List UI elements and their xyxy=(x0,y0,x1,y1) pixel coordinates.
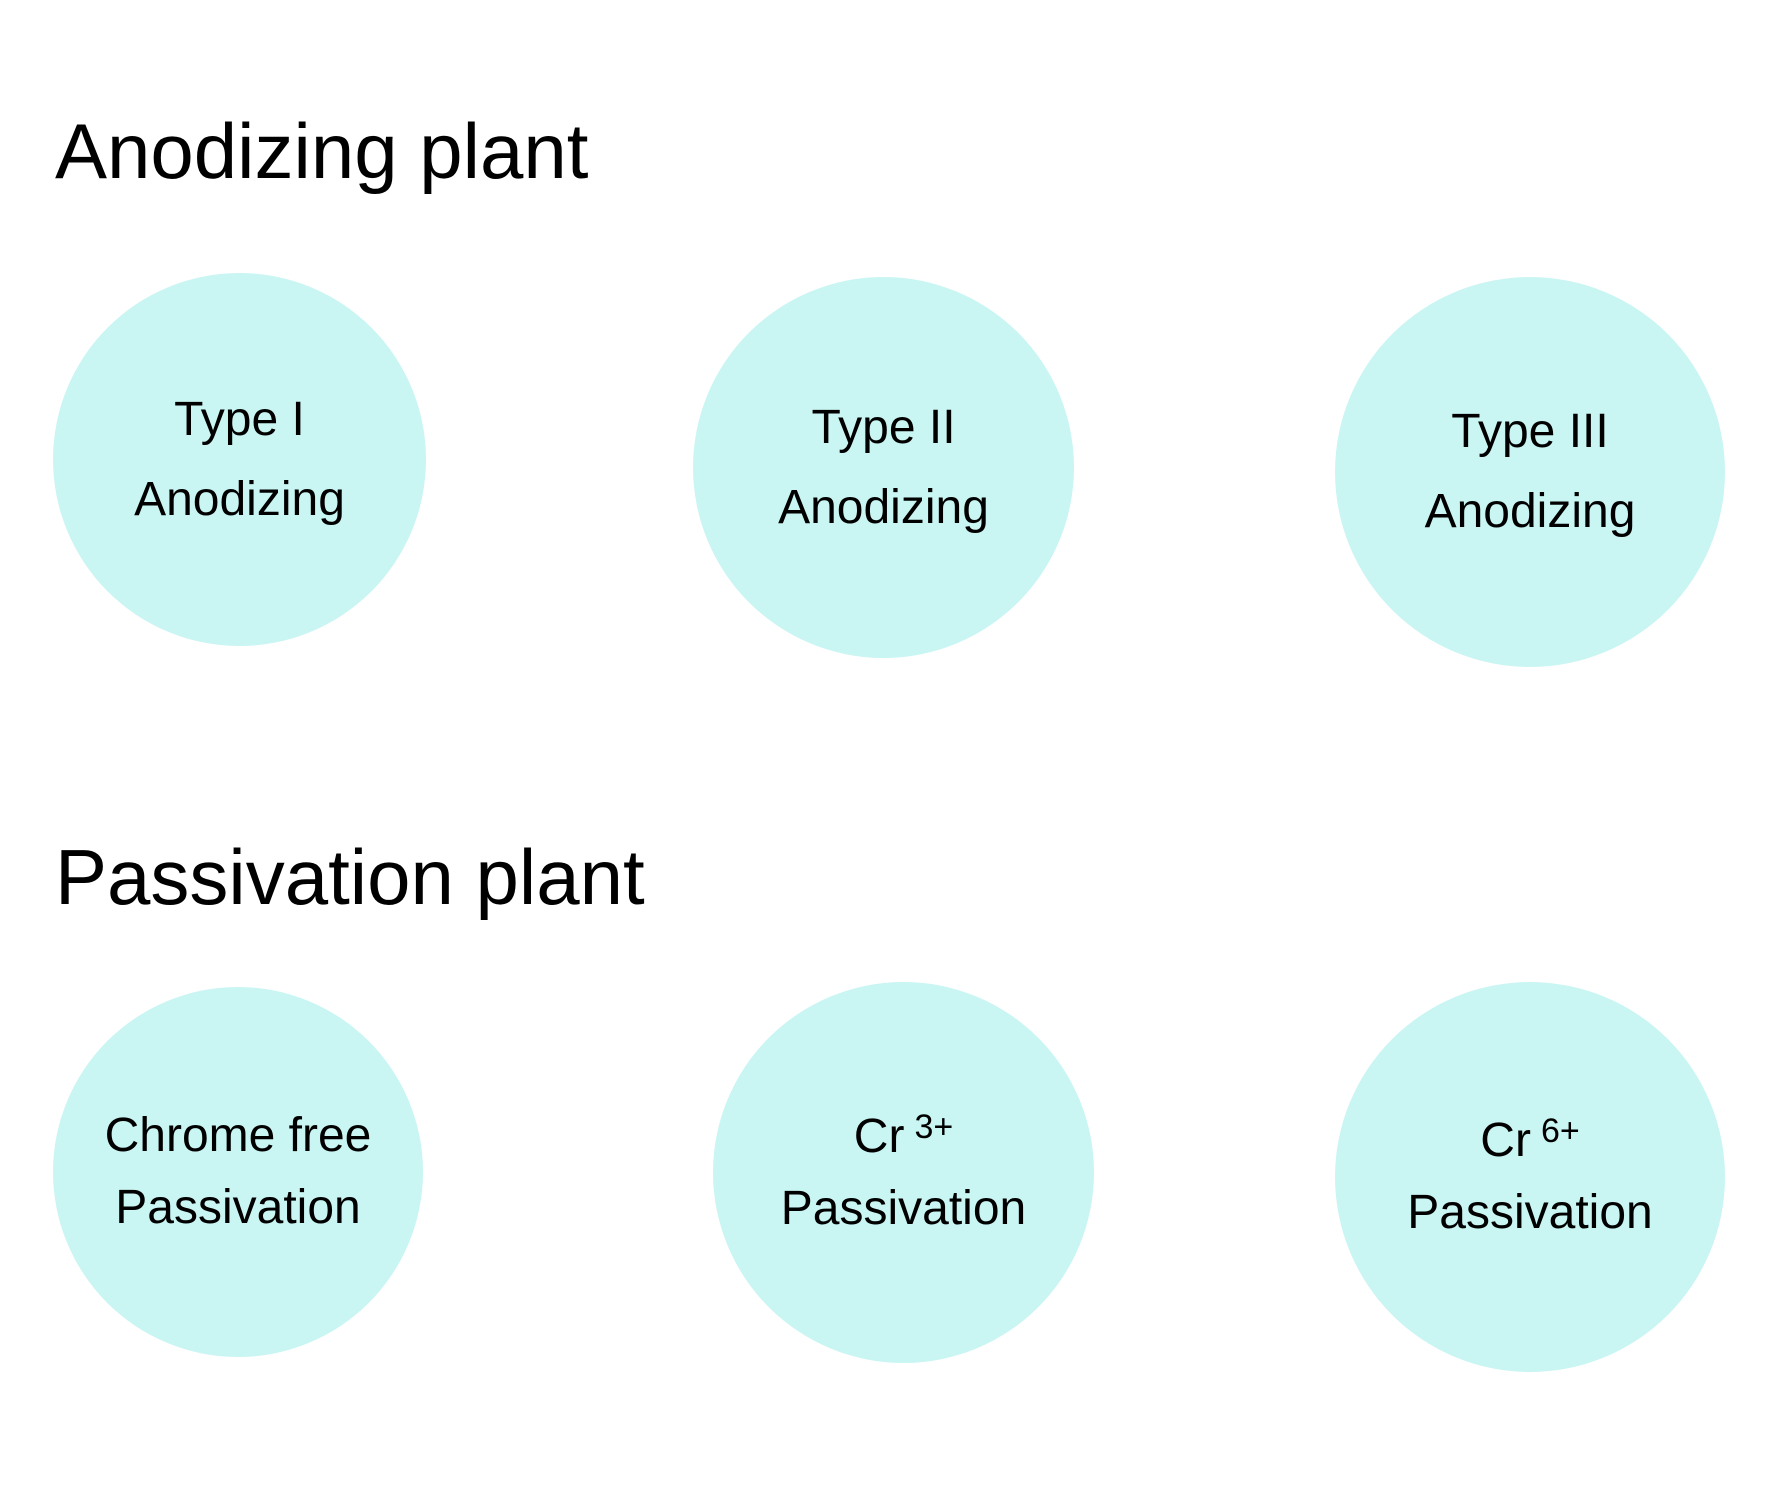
node-type-iii-anodizing: Type III Anodizing xyxy=(1335,277,1725,667)
node-label-line1: Type I xyxy=(174,392,305,446)
node-label-main: Chrome free xyxy=(104,1109,372,1162)
anodizing-plant-title: Anodizing plant xyxy=(55,107,589,195)
node-label-line2: Anodizing xyxy=(1424,485,1636,538)
node-type-ii-anodizing: Type II Anodizing xyxy=(693,277,1074,658)
node-label-line2: Passivation xyxy=(780,1181,1027,1235)
node-label-line1: Type II xyxy=(811,400,956,454)
node-label-line1: Type III xyxy=(1451,405,1609,458)
node-label-main: Cr xyxy=(1480,1114,1531,1167)
node-label-line2: Passivation xyxy=(115,1181,361,1234)
node-label-line2: Anodizing xyxy=(778,480,989,534)
passivation-plant-title: Passivation plant xyxy=(55,833,645,921)
node-label-main: Cr xyxy=(853,1109,905,1163)
node-type-i-anodizing: Type I Anodizing xyxy=(53,273,426,646)
node-label-line2: Anodizing xyxy=(134,472,345,526)
oxidation-state-superscript: 6+ xyxy=(1540,1112,1580,1150)
node-label-line1: Chrome free xyxy=(105,1112,372,1160)
node-label-line2: Passivation xyxy=(1407,1186,1653,1239)
oxidation-state-superscript: 3+ xyxy=(914,1107,954,1146)
node-chrome-free-passivation: Chrome free Passivation xyxy=(53,987,423,1357)
